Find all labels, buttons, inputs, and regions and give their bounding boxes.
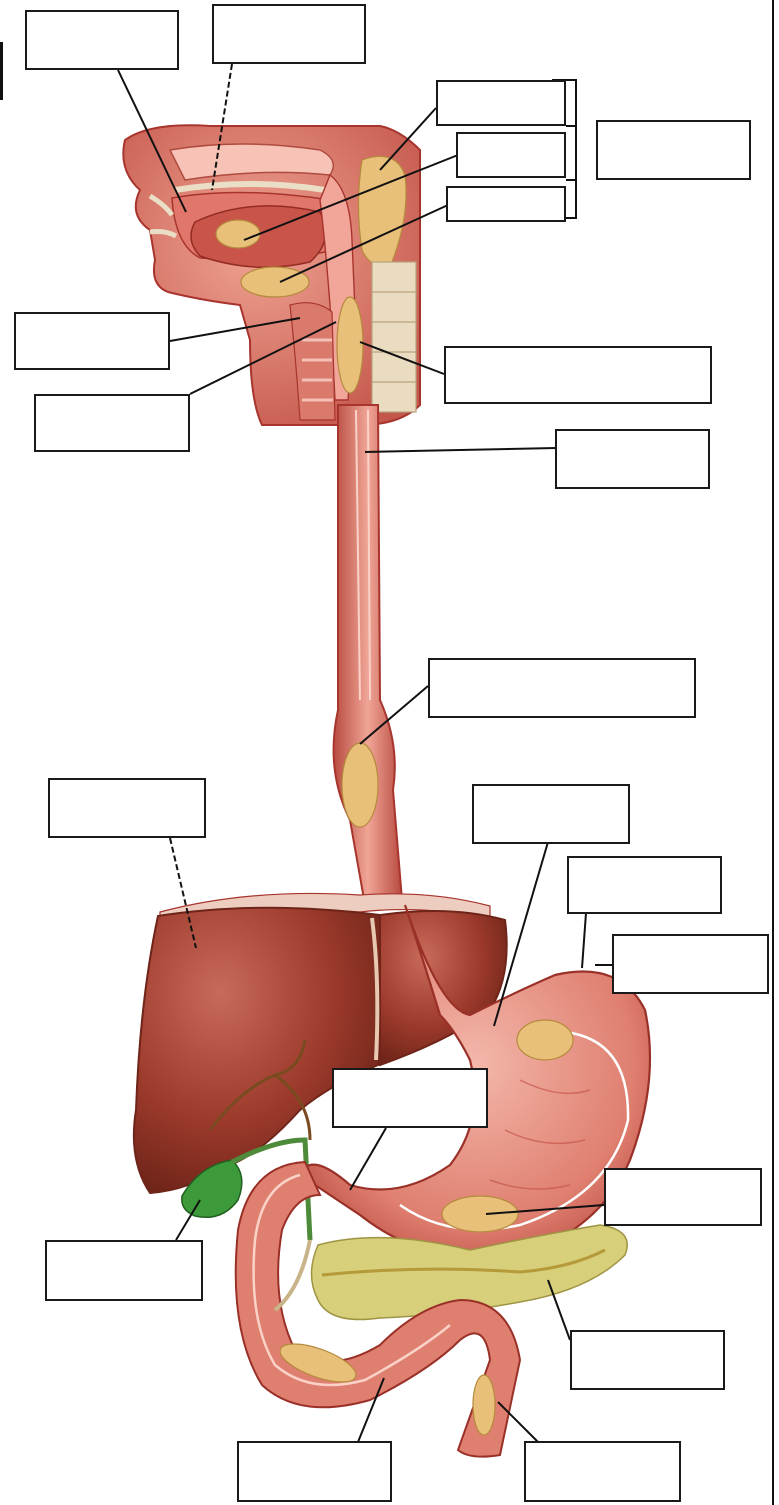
leader-box-16 [350,1128,386,1190]
sublingual-gland [216,220,260,248]
leader-box-10 [365,448,556,452]
vertebral-column [372,262,416,412]
leader-box-14 [582,913,586,968]
submandibular-gland [241,267,309,297]
label-box-14[interactable] [567,856,722,914]
label-box-7[interactable] [14,312,170,370]
label-box-21[interactable] [524,1441,681,1502]
label-box-17[interactable] [604,1168,762,1226]
head-section [123,125,420,425]
esophagus [334,405,402,905]
bolus-pharynx [337,297,363,393]
label-box-19[interactable] [570,1330,725,1390]
label-box-5[interactable] [446,186,566,222]
chyme-stomach-lower [442,1196,518,1232]
chyme-jejunum [473,1375,495,1435]
label-box-2[interactable] [212,4,366,64]
label-box-6[interactable] [596,120,751,180]
label-box-15[interactable] [612,934,769,994]
label-box-3[interactable] [436,80,566,126]
label-box-11[interactable] [428,658,696,718]
label-box-18[interactable] [45,1240,203,1301]
label-box-4[interactable] [456,132,566,178]
label-box-16[interactable] [332,1068,488,1128]
label-box-20[interactable] [237,1441,392,1502]
bolus-esophagus [342,743,378,827]
liver [134,908,507,1193]
label-box-1[interactable] [25,10,179,70]
page-left-edge-mark [0,42,3,100]
page-right-border [772,0,774,1505]
label-box-12[interactable] [48,778,206,838]
bolus-stomach-upper [517,1020,573,1060]
label-box-8[interactable] [34,394,190,452]
label-box-9[interactable] [444,346,712,404]
label-box-10[interactable] [555,429,710,489]
label-box-13[interactable] [472,784,630,844]
